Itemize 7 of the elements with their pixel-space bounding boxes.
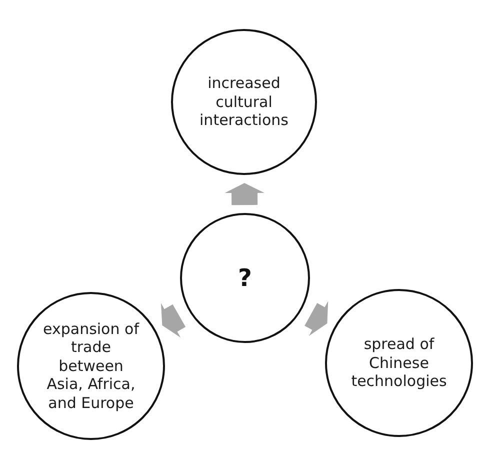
question-mark: ? xyxy=(238,264,252,292)
concept-label: expansion of trade between Asia, Africa, and Europe xyxy=(42,320,140,412)
block-arrow xyxy=(224,182,265,206)
block-arrow xyxy=(304,301,330,336)
concept-label: increased cultural interactions xyxy=(198,74,290,130)
concept-label: spread of Chinese technologies xyxy=(350,335,448,391)
block-arrow xyxy=(159,303,186,338)
